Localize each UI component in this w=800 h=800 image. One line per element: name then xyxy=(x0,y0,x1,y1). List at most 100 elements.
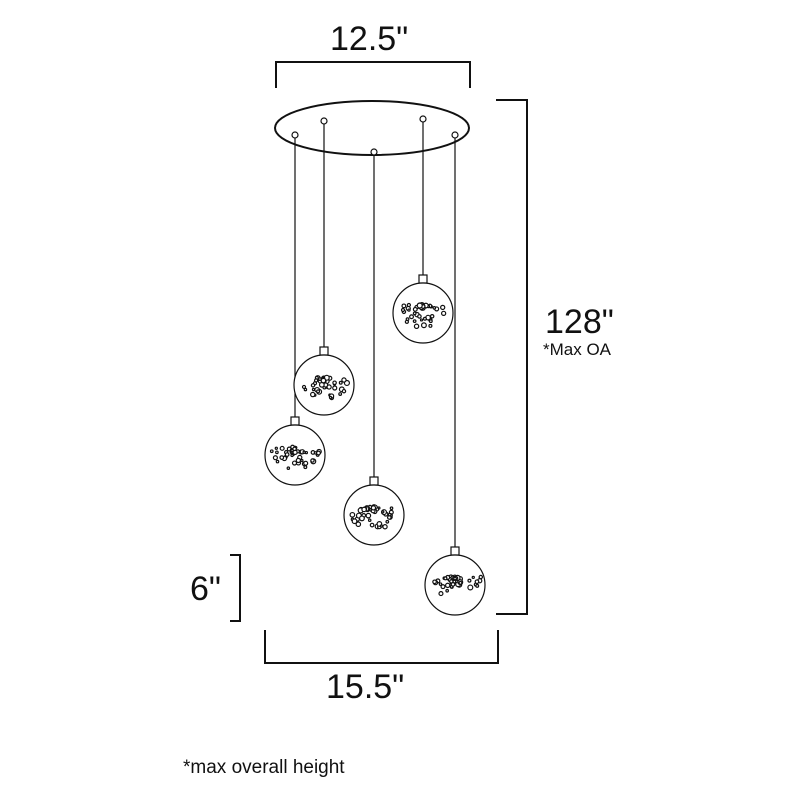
bubble xyxy=(275,459,280,464)
cord-mount xyxy=(320,117,328,125)
bubble xyxy=(405,317,410,322)
bubble xyxy=(416,302,423,309)
bubble xyxy=(274,446,278,450)
bubble xyxy=(302,450,306,454)
bubble xyxy=(422,316,427,321)
globe-socket xyxy=(319,346,329,356)
bubble xyxy=(412,306,418,312)
bubble xyxy=(438,591,444,597)
bubble xyxy=(370,505,377,511)
bubble xyxy=(440,310,447,317)
bubble xyxy=(419,318,424,322)
bubble xyxy=(309,391,316,398)
bubble xyxy=(332,385,338,391)
bubble xyxy=(269,449,274,454)
canopy xyxy=(274,100,470,156)
bubble xyxy=(382,524,388,530)
bubble xyxy=(275,450,279,455)
bubble xyxy=(406,302,412,308)
bubble xyxy=(338,380,343,385)
bubble xyxy=(478,574,484,580)
bubble xyxy=(412,319,417,324)
bubble xyxy=(458,580,463,585)
bubble xyxy=(328,395,333,400)
bubble xyxy=(471,575,475,580)
bubble xyxy=(445,588,450,593)
bubble xyxy=(358,515,365,522)
bubble xyxy=(367,518,372,523)
globe-socket xyxy=(418,274,428,284)
bubble xyxy=(379,524,383,528)
cord-mount xyxy=(451,131,459,139)
bubble xyxy=(316,450,321,456)
globe-socket xyxy=(450,546,460,556)
bubble xyxy=(432,579,437,585)
bubble xyxy=(413,323,420,330)
bubble xyxy=(381,510,385,514)
globe-height-label: 6" xyxy=(190,570,221,608)
spread-width-label: 15.5" xyxy=(326,668,405,706)
bubble xyxy=(301,384,307,390)
bubble xyxy=(332,380,337,386)
bubble xyxy=(316,389,321,394)
overall-height-note: *Max OA xyxy=(543,340,612,359)
bubble xyxy=(365,512,372,519)
overall-height-label: 128" xyxy=(545,303,614,341)
glass-globe xyxy=(343,484,405,546)
bubble xyxy=(310,383,316,388)
bubble xyxy=(467,584,474,591)
bubble xyxy=(400,307,406,313)
bubble xyxy=(272,455,278,461)
globe-dimension-bracket xyxy=(230,554,241,622)
globe-socket xyxy=(369,476,379,486)
spread-dimension-bracket xyxy=(264,630,499,664)
bubble xyxy=(428,319,433,324)
bubble xyxy=(444,582,451,589)
bubble xyxy=(341,377,347,383)
bubble xyxy=(474,579,480,585)
bubble xyxy=(295,457,302,464)
bubble xyxy=(284,452,290,457)
bubble xyxy=(351,518,358,525)
canopy-dimension-bracket xyxy=(275,61,471,88)
bubble xyxy=(303,387,308,392)
bubble xyxy=(417,314,422,319)
bubble xyxy=(313,378,319,383)
bubble xyxy=(320,377,327,384)
bubble xyxy=(467,578,472,583)
bubble xyxy=(428,323,433,328)
glass-globe xyxy=(264,424,326,486)
bubble xyxy=(387,512,392,517)
canopy-width-label: 12.5" xyxy=(330,20,409,58)
bubble xyxy=(292,446,297,452)
glass-globe xyxy=(392,282,454,344)
bubble xyxy=(401,303,407,309)
bubble xyxy=(452,579,457,584)
bubble xyxy=(475,583,480,588)
cord-mount xyxy=(419,115,427,123)
bubble xyxy=(409,314,414,320)
bubble xyxy=(303,460,309,466)
bubble xyxy=(286,466,291,470)
bubble xyxy=(341,388,347,394)
bubble xyxy=(338,392,343,396)
bubble xyxy=(291,460,298,466)
bubble xyxy=(438,582,443,586)
cord-mount xyxy=(370,148,378,156)
height-dimension-bracket xyxy=(496,99,528,615)
bubble xyxy=(412,311,417,316)
bubble xyxy=(300,458,304,463)
bubble xyxy=(310,458,315,463)
bubble xyxy=(429,313,435,319)
bubble xyxy=(361,506,367,513)
bubble xyxy=(453,576,457,581)
bubble xyxy=(440,584,446,590)
bubble xyxy=(279,445,285,451)
bubble xyxy=(440,304,446,311)
bubble xyxy=(432,306,437,310)
bubble xyxy=(389,506,394,511)
bubble xyxy=(290,453,294,458)
bubble xyxy=(326,384,332,390)
